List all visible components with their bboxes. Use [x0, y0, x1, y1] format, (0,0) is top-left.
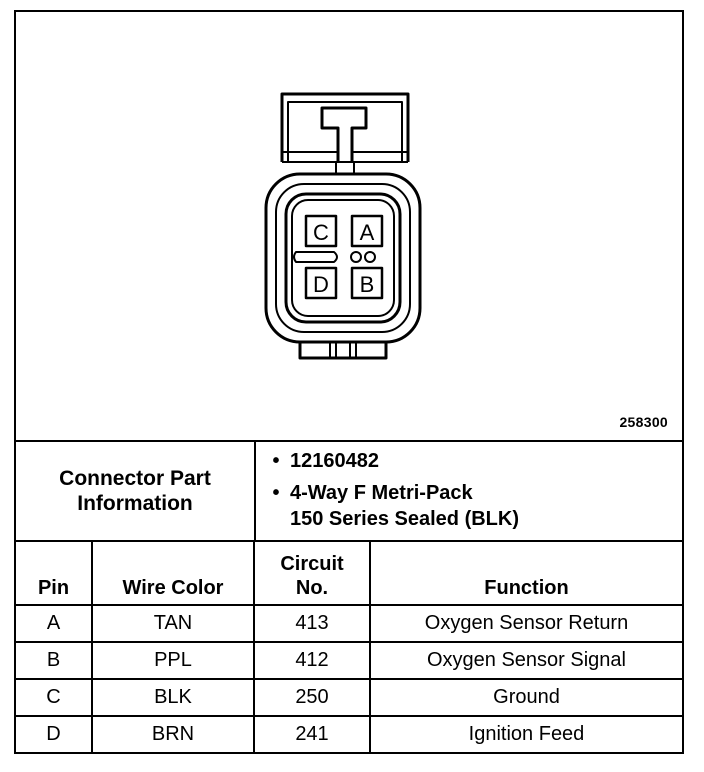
- latch-housing: [280, 92, 410, 162]
- info-item: • 12160482: [262, 448, 672, 480]
- cell-pin: C: [16, 678, 93, 717]
- figure-id: 258300: [619, 414, 668, 430]
- connector-body-mid: [275, 183, 411, 333]
- connector-diagram: C A D B 258300: [16, 12, 682, 442]
- latch-housing-inner: [287, 101, 403, 162]
- cell-circuit: 413: [253, 604, 371, 643]
- header-wire-color: Wire Color: [91, 542, 255, 606]
- pin-cavity-a: [350, 214, 384, 248]
- info-label-line2: Information: [77, 492, 193, 515]
- cell-wire-color: PPL: [91, 641, 255, 680]
- bullet-icon: •: [272, 482, 280, 504]
- connector-face-drawing: C A D B: [264, 92, 422, 360]
- cell-function: Oxygen Sensor Signal: [369, 641, 682, 680]
- pin-cavity-b: [350, 266, 384, 300]
- info-label: Connector Part Information: [16, 442, 256, 540]
- pin-cavity-d: [304, 266, 338, 300]
- cell-circuit: 412: [253, 641, 371, 680]
- table-row: A TAN 413 Oxygen Sensor Return: [16, 604, 682, 643]
- header-function: Function: [369, 542, 682, 606]
- connector-part-information: Connector Part Information • 12160482 • …: [16, 442, 682, 542]
- pin-label-a: A: [360, 220, 375, 245]
- table-row: B PPL 412 Oxygen Sensor Signal: [16, 641, 682, 680]
- cell-function: Oxygen Sensor Return: [369, 604, 682, 643]
- connector-body-seal: [284, 192, 402, 324]
- pin-label-c: C: [313, 220, 329, 245]
- cell-circuit: 250: [253, 678, 371, 717]
- cell-wire-color: BRN: [91, 715, 255, 752]
- bottom-tab: [298, 330, 388, 360]
- table-header-row: Pin Wire Color Circuit No. Function: [16, 542, 682, 606]
- header-circuit-line1: Circuit: [280, 553, 344, 575]
- pin-table: Pin Wire Color Circuit No. Function A TA…: [16, 542, 682, 752]
- cell-pin: B: [16, 641, 93, 680]
- bullet-icon: •: [272, 450, 280, 472]
- info-item: • 4-Way F Metri-Pack 150 Series Sealed (…: [262, 480, 672, 538]
- table-row: D BRN 241 Ignition Feed: [16, 715, 682, 752]
- cell-pin: A: [16, 604, 93, 643]
- polarity-dot-1: [350, 251, 362, 263]
- cell-wire-color: BLK: [91, 678, 255, 717]
- connector-body-inner: [291, 199, 395, 317]
- header-circuit-line2: No.: [295, 577, 329, 599]
- pin-label-b: B: [360, 272, 375, 297]
- cell-function: Ignition Feed: [369, 715, 682, 752]
- pin-cavity-c: [304, 214, 338, 248]
- header-pin: Pin: [16, 542, 93, 606]
- connector-sheet: C A D B 258300 Connector Part Informatio…: [14, 10, 684, 754]
- polarity-dot-2: [364, 251, 376, 263]
- info-values: • 12160482 • 4-Way F Metri-Pack 150 Seri…: [262, 448, 672, 538]
- table-row: C BLK 250 Ground: [16, 678, 682, 717]
- part-number: 12160482: [290, 450, 379, 472]
- info-label-line1: Connector Part: [59, 467, 211, 490]
- connector-description: 4-Way F Metri-Pack 150 Series Sealed (BL…: [290, 482, 519, 530]
- cell-wire-color: TAN: [91, 604, 255, 643]
- cell-circuit: 241: [253, 715, 371, 752]
- cell-pin: D: [16, 715, 93, 752]
- cell-function: Ground: [369, 678, 682, 717]
- keying-slot: [293, 251, 338, 263]
- header-circuit-no: Circuit No.: [253, 542, 371, 606]
- pin-label-d: D: [313, 272, 329, 297]
